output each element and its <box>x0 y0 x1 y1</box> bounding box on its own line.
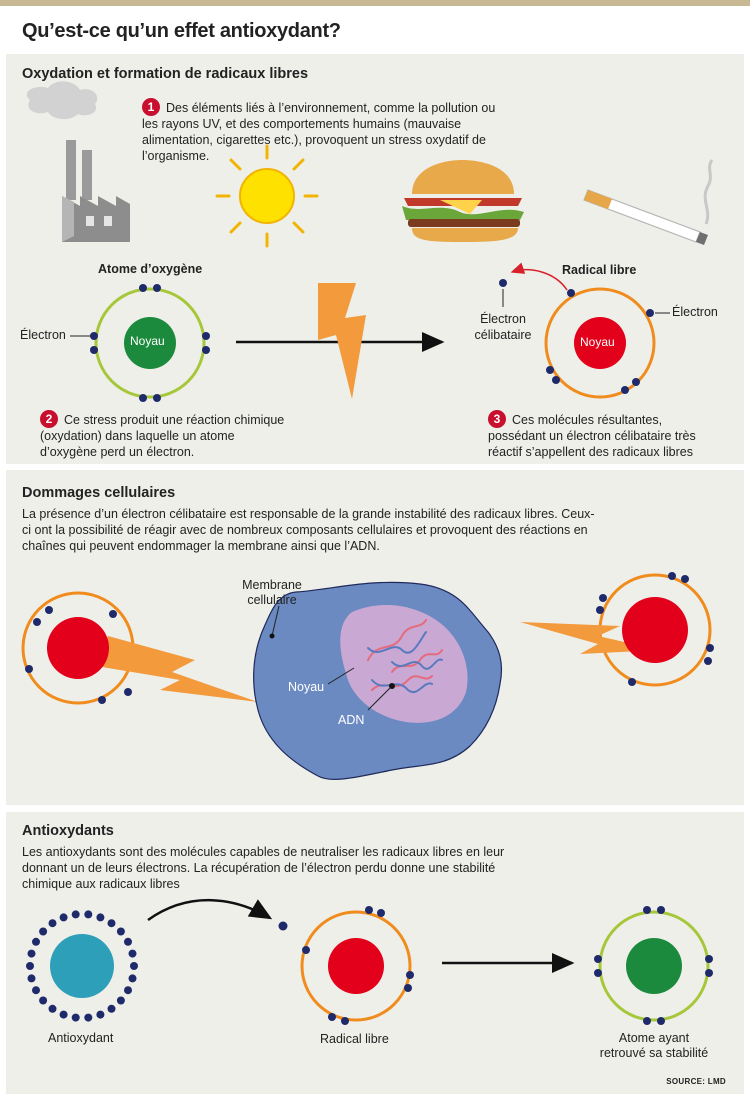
antioxidant-electron <box>32 986 40 995</box>
stable-line2: retrouvé sa stabilité <box>599 1046 709 1060</box>
antioxidant-electron <box>96 913 105 922</box>
stable-line1: Atome ayant <box>618 1031 690 1045</box>
radical-libre-label: Radical libre <box>320 1032 389 1046</box>
noyau-pointer-line <box>327 667 355 685</box>
antioxidant-electron <box>59 913 68 922</box>
page-title: Qu’est-ce qu’un effet antioxydant? <box>22 20 341 42</box>
burger-icon <box>402 160 524 242</box>
stable-atom-label: Atome ayant retrouvé sa stabilité <box>594 1031 714 1061</box>
celib-line1: Électron <box>480 312 526 326</box>
electron-label-right: Électron <box>672 305 718 319</box>
antioxidant-electron <box>84 910 93 919</box>
oxygen-atom <box>90 284 210 402</box>
antioxidant-electron <box>39 996 48 1005</box>
antioxidant-electron <box>116 927 125 936</box>
antioxidant-electron <box>59 1010 68 1019</box>
antioxidant-electron <box>48 1004 57 1013</box>
membrane-line1: Membrane <box>242 578 302 592</box>
antioxidant-electron <box>71 910 80 919</box>
antioxidant-electron <box>32 937 40 946</box>
antioxidant-electron <box>107 1004 116 1013</box>
lightning-icon <box>318 283 366 399</box>
step3-badge: 3 <box>488 410 506 428</box>
left-radical <box>21 591 258 705</box>
electron-celibataire-label: Électron célibataire <box>472 311 534 343</box>
cigarette-icon <box>583 159 714 245</box>
antioxidant-electron <box>130 962 138 970</box>
adn-pointer-line <box>367 687 391 711</box>
antioxidant-electron <box>27 949 36 958</box>
dna-icon <box>367 619 443 693</box>
antioxidant-electron <box>96 1010 105 1019</box>
section2-title: Dommages cellulaires <box>22 485 176 501</box>
noyau-label-right: Noyau <box>580 335 615 349</box>
transferred-electron <box>278 921 288 931</box>
section3-title: Antioxydants <box>22 823 114 839</box>
adn-label: ADN <box>338 713 365 727</box>
antioxidant-electron <box>107 919 116 928</box>
stable-atom <box>594 906 713 1025</box>
step2-body: Ce stress produit une réaction chimique … <box>40 413 285 459</box>
factory-icon <box>26 81 130 242</box>
step1-body: Des éléments liés à l’environnement, com… <box>142 101 496 163</box>
membrane-label: Membrane cellulaire <box>236 578 308 608</box>
lightning-right <box>520 622 660 654</box>
electron-transfer-arrow <box>147 899 273 922</box>
antioxidant-electron <box>48 919 57 928</box>
antioxidant-electron <box>128 974 137 983</box>
step2-badge: 2 <box>40 410 58 428</box>
step1-badge: 1 <box>142 98 160 116</box>
antioxidant-electron <box>84 1013 93 1022</box>
celib-line2: célibataire <box>474 328 532 342</box>
electron-dots <box>90 284 210 402</box>
radical-label: Radical libre <box>562 263 637 277</box>
radical-atom <box>499 279 656 399</box>
source-credit: SOURCE: LMD <box>666 1077 726 1086</box>
section2-text: La présence d’un électron célibataire es… <box>22 507 595 553</box>
antioxidant-electron <box>71 1013 80 1022</box>
sun-icon <box>215 144 319 248</box>
antioxidant-electron <box>124 986 132 995</box>
right-radical <box>520 572 714 687</box>
oxygen-atom-label: Atome d’oxygène <box>98 262 203 276</box>
noyau-label-left: Noyau <box>130 334 165 348</box>
cell-noyau-label: Noyau <box>288 680 325 694</box>
antioxidant-electron <box>116 996 125 1005</box>
membrane-line2: cellulaire <box>247 593 297 607</box>
antioxidant-electron <box>128 949 137 958</box>
antioxidant-molecule <box>26 910 138 1022</box>
cell <box>253 581 503 780</box>
antioxydant-label: Antioxydant <box>48 1031 114 1045</box>
section1-panel <box>6 54 744 464</box>
top-rule <box>0 0 750 6</box>
section1-title: Oxydation et formation de radicaux libre… <box>22 66 309 82</box>
antioxidant-electron <box>26 962 34 970</box>
antioxidant-electron <box>124 937 132 946</box>
antioxidant-electron <box>39 927 48 936</box>
electron-label-left: Électron <box>20 328 66 342</box>
step3-body: Ces molécules résultantes, possédant un … <box>488 413 696 459</box>
membrane-pointer-line <box>271 605 280 637</box>
antioxidant-electron <box>27 974 36 983</box>
section3-text: Les antioxydants sont des molécules capa… <box>22 845 505 891</box>
escaping-electron-arrow <box>510 262 568 291</box>
section3-radical <box>300 906 414 1025</box>
lightning-left <box>96 636 258 702</box>
